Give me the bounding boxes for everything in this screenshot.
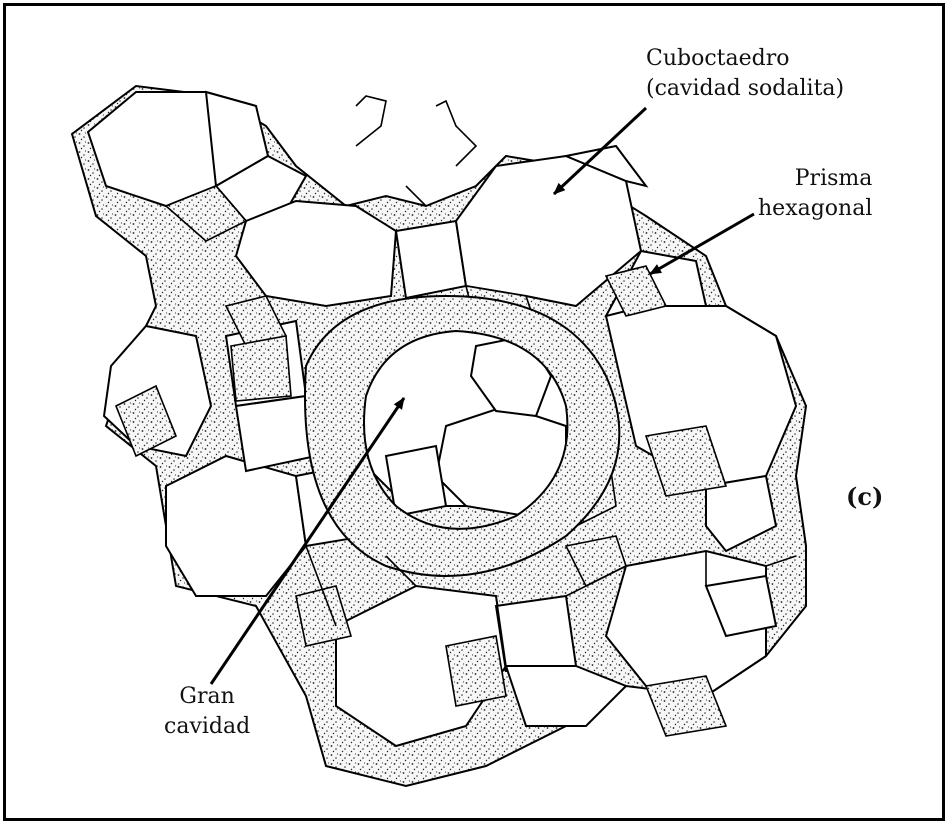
figure-frame: Cuboctaedro (cavidad sodalita) Prisma he… xyxy=(3,3,945,821)
zeolite-framework-diagram xyxy=(6,6,942,818)
cuboctahedron-label-line2: (cavidad sodalita) xyxy=(646,74,844,104)
hex-prism-label: Prisma hexagonal xyxy=(758,164,872,224)
large-cavity-label-line1: Gran xyxy=(164,682,250,712)
framework-faces xyxy=(88,92,796,746)
large-cavity-label: Gran cavidad xyxy=(164,682,250,742)
large-cavity-label-line2: cavidad xyxy=(164,712,250,742)
hex-prism-label-line2: hexagonal xyxy=(758,194,872,224)
panel-letter: (c) xyxy=(846,482,883,512)
cuboctahedron-label-line1: Cuboctaedro xyxy=(646,44,844,74)
hex-prism-label-line1: Prisma xyxy=(758,164,872,194)
cuboctahedron-label: Cuboctaedro (cavidad sodalita) xyxy=(646,44,844,104)
